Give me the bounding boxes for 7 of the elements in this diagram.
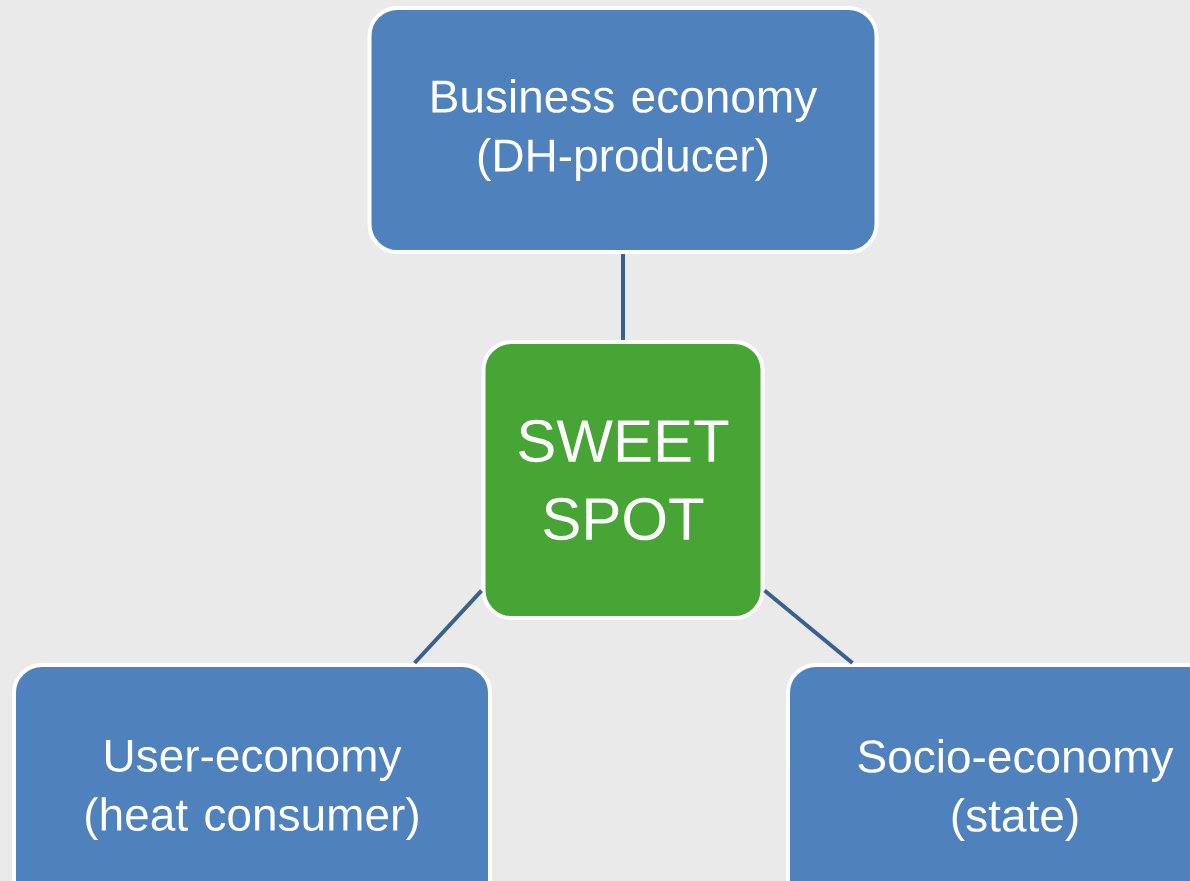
connector-line xyxy=(413,589,483,665)
center-box: SWEET SPOT xyxy=(481,340,765,620)
process-box: User-economy (heat consumer) xyxy=(12,663,492,881)
process-box: Socio-economy (state) xyxy=(786,663,1190,881)
connector-line xyxy=(763,589,854,665)
connector-line xyxy=(621,254,625,340)
process-box: Business economy (DH-producer) xyxy=(367,6,879,254)
